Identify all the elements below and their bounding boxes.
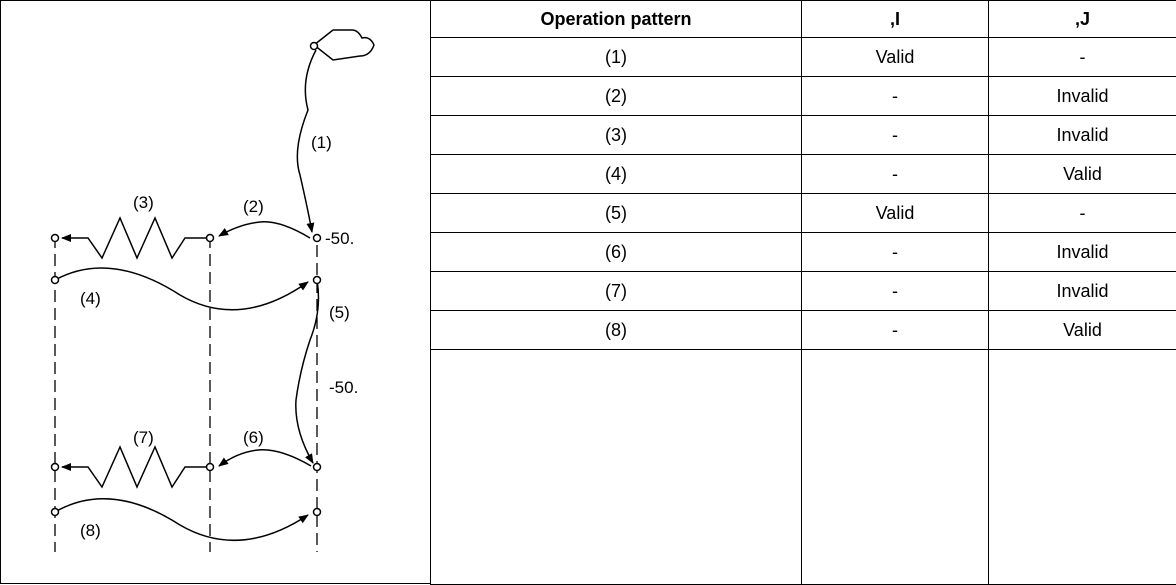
cell-pattern: (6): [430, 232, 802, 272]
cell-j: Invalid: [988, 271, 1176, 311]
cell-pattern: (3): [430, 115, 802, 155]
table-row: (7) - Invalid: [430, 271, 1176, 311]
table-empty-row: [430, 349, 1176, 585]
label-path-2: (2): [243, 197, 264, 216]
label-path-8: (8): [80, 521, 101, 540]
path-7: [61, 445, 206, 489]
path-4: [54, 267, 309, 311]
cell-i: -: [801, 310, 989, 350]
cell-j: Valid: [988, 154, 1176, 194]
path-3: [61, 216, 206, 260]
path-points: [50, 233, 322, 517]
table-row: (4) - Valid: [430, 154, 1176, 194]
label-path-4: (4): [80, 289, 101, 308]
empty-cell: [801, 349, 989, 585]
header-j: ,J: [988, 0, 1176, 38]
cell-pattern: (1): [430, 37, 802, 77]
label-path-3: (3): [133, 193, 154, 212]
tool-icon: [309, 29, 375, 61]
path-6: [218, 449, 312, 467]
cell-j: -: [988, 193, 1176, 233]
cell-pattern: (2): [430, 76, 802, 116]
path-2: [218, 221, 311, 239]
cell-j: Invalid: [988, 115, 1176, 155]
table-row: (8) - Valid: [430, 310, 1176, 350]
cell-pattern: (4): [430, 154, 802, 194]
cell-i: -: [801, 115, 989, 155]
cell-j: Valid: [988, 310, 1176, 350]
path-8: [54, 497, 309, 542]
dimension-mid: -50.: [329, 378, 358, 397]
table-header-row: Operation pattern ,I ,J: [430, 0, 1176, 38]
table-row: (1) Valid -: [430, 37, 1176, 77]
cell-j: Invalid: [988, 76, 1176, 116]
label-path-6: (6): [243, 428, 264, 447]
label-path-7: (7): [133, 428, 154, 447]
cell-i: -: [801, 76, 989, 116]
label-path-5: (5): [329, 303, 350, 322]
header-i: ,I: [801, 0, 989, 38]
cell-pattern: (7): [430, 271, 802, 311]
cell-pattern: (8): [430, 310, 802, 350]
header-operation-pattern: Operation pattern: [430, 0, 802, 38]
label-path-1: (1): [311, 133, 332, 152]
empty-cell: [988, 349, 1176, 585]
path-5: [295, 279, 320, 464]
table-row: (2) - Invalid: [430, 76, 1176, 116]
table-row: (3) - Invalid: [430, 115, 1176, 155]
cell-i: -: [801, 232, 989, 272]
path-1: [296, 49, 317, 233]
table-row: (5) Valid -: [430, 193, 1176, 233]
dimension-top: -50.: [325, 229, 354, 248]
table-row: (6) - Invalid: [430, 232, 1176, 272]
cell-i: -: [801, 271, 989, 311]
cell-i: Valid: [801, 193, 989, 233]
cell-i: -: [801, 154, 989, 194]
cell-pattern: (5): [430, 193, 802, 233]
cell-i: Valid: [801, 37, 989, 77]
cell-j: Invalid: [988, 232, 1176, 272]
empty-cell: [430, 349, 802, 585]
tool-path-diagram: (1) (2) (3) (4) (5) (6) (7) (8) -50. -50…: [0, 0, 430, 584]
operation-pattern-table: Operation pattern ,I ,J (1) Valid - (2) …: [430, 0, 1176, 585]
cell-j: -: [988, 37, 1176, 77]
